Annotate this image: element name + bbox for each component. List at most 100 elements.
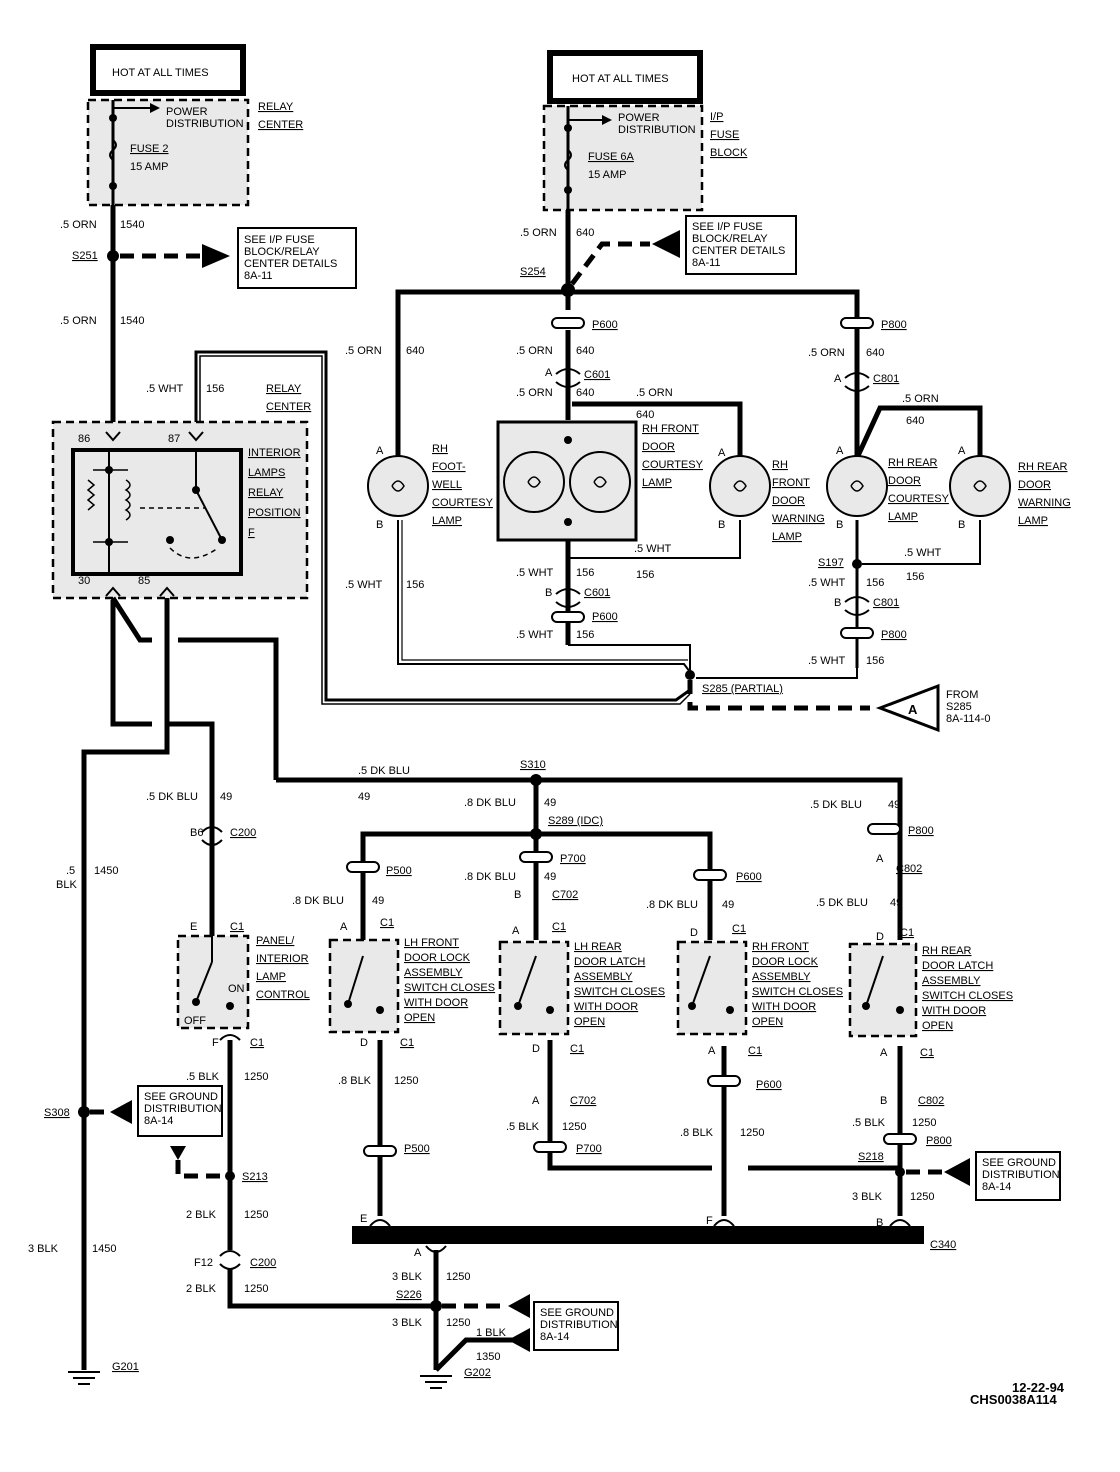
svg-text:C702: C702 bbox=[570, 1095, 596, 1107]
svg-text:A: A bbox=[376, 445, 384, 457]
hot-label-right: HOT AT ALL TIMES bbox=[572, 73, 669, 85]
wire-label: .5 ORN bbox=[345, 345, 382, 357]
hot-label-left: HOT AT ALL TIMES bbox=[112, 67, 209, 79]
svg-text:P600: P600 bbox=[592, 611, 618, 623]
svg-text:P800: P800 bbox=[881, 629, 907, 641]
wire-label: 156 bbox=[636, 569, 654, 581]
svg-text:C200: C200 bbox=[250, 1257, 276, 1269]
wire-label: .5 ORN bbox=[902, 393, 939, 405]
splice-s226: S226 bbox=[396, 1289, 422, 1301]
lamp-bulb-icon bbox=[527, 476, 607, 488]
wire-label: 156 bbox=[906, 571, 924, 583]
wire-label: 156 bbox=[206, 383, 224, 395]
svg-text:B: B bbox=[834, 597, 841, 609]
svg-text:A: A bbox=[718, 447, 726, 459]
svg-text:B: B bbox=[958, 519, 965, 531]
splice-s308: S308 bbox=[44, 1107, 70, 1119]
wire-label: .5 ORN bbox=[516, 345, 553, 357]
arrow-icon bbox=[652, 230, 680, 258]
svg-text:A: A bbox=[414, 1247, 422, 1259]
wire-label: 640 bbox=[576, 387, 594, 399]
fuse-2-amp: 15 AMP bbox=[130, 161, 169, 173]
svg-text:A: A bbox=[708, 1045, 716, 1057]
wire-label: 49 bbox=[544, 871, 556, 883]
wire-label: .8 DK BLU bbox=[464, 871, 516, 883]
svg-text:D: D bbox=[360, 1037, 368, 1049]
svg-text:C200: C200 bbox=[230, 827, 256, 839]
wire-label: BLK bbox=[56, 879, 77, 891]
wire-label: 49 bbox=[888, 799, 900, 811]
svg-text:P700: P700 bbox=[560, 853, 586, 865]
wire-label: .8 DK BLU bbox=[292, 895, 344, 907]
wire-label: 1540 bbox=[120, 219, 144, 231]
wire-label: .5 ORN bbox=[516, 387, 553, 399]
svg-text:C702: C702 bbox=[552, 889, 578, 901]
splice-s285: S285 (PARTIAL) bbox=[702, 683, 783, 695]
splice-s289: S289 (IDC) bbox=[548, 815, 603, 827]
svg-text:P700: P700 bbox=[576, 1143, 602, 1155]
wire-label: .5 WHT bbox=[634, 543, 672, 555]
wire-label: 1250 bbox=[912, 1117, 936, 1129]
wire-label: .5 ORN bbox=[60, 315, 97, 327]
conn-pin: A bbox=[545, 367, 553, 379]
wire-label: .5 WHT bbox=[516, 629, 554, 641]
wire-label: .5 WHT bbox=[345, 579, 383, 591]
svg-text:A: A bbox=[834, 373, 842, 385]
ground-g202-label: G202 bbox=[464, 1367, 491, 1379]
svg-text:D: D bbox=[690, 927, 698, 939]
svg-text:C1: C1 bbox=[552, 921, 566, 933]
svg-text:A: A bbox=[908, 702, 918, 717]
wire-label: 156 bbox=[406, 579, 424, 591]
hot-box-right: HOT AT ALL TIMES bbox=[547, 50, 703, 104]
ground-icon bbox=[170, 1146, 186, 1160]
svg-text:A: A bbox=[836, 445, 844, 457]
wire-label: 156 bbox=[866, 655, 884, 667]
svg-text:C802: C802 bbox=[918, 1095, 944, 1107]
wire-label: .5 ORN bbox=[60, 219, 97, 231]
arrow-icon bbox=[110, 1100, 132, 1124]
svg-text:B: B bbox=[876, 1217, 883, 1229]
ground-g201-label: G201 bbox=[112, 1361, 139, 1373]
wire-label: 640 bbox=[406, 345, 424, 357]
svg-text:B: B bbox=[880, 1095, 887, 1107]
inline-connectors: P600 P800 bbox=[551, 317, 907, 331]
pin-30: 30 bbox=[78, 575, 90, 587]
arrow-icon bbox=[508, 1294, 530, 1318]
svg-text:A: A bbox=[880, 1047, 888, 1059]
svg-text:B: B bbox=[514, 889, 521, 901]
wire-label: .5 WHT bbox=[516, 567, 554, 579]
wire-label: .5 ORN bbox=[520, 227, 557, 239]
wire-label: 640 bbox=[636, 409, 654, 421]
wire-label: 1250 bbox=[244, 1209, 268, 1221]
arrow-icon bbox=[944, 1158, 970, 1186]
pin-86: 86 bbox=[78, 433, 90, 445]
connector-c340-bar bbox=[352, 1226, 924, 1244]
splice-s310: S310 bbox=[520, 759, 546, 771]
footer-code: CHS0038A114 bbox=[970, 1392, 1057, 1407]
wire-label: 3 BLK bbox=[852, 1191, 883, 1203]
wire-label: 1450 bbox=[94, 865, 118, 877]
arrow-icon bbox=[150, 103, 160, 113]
splice-s251: S251 bbox=[72, 250, 98, 262]
wire-label: .5 WHT bbox=[808, 655, 846, 667]
wire-label: 1250 bbox=[394, 1075, 418, 1087]
lamp-bulb-icon bbox=[391, 480, 405, 492]
